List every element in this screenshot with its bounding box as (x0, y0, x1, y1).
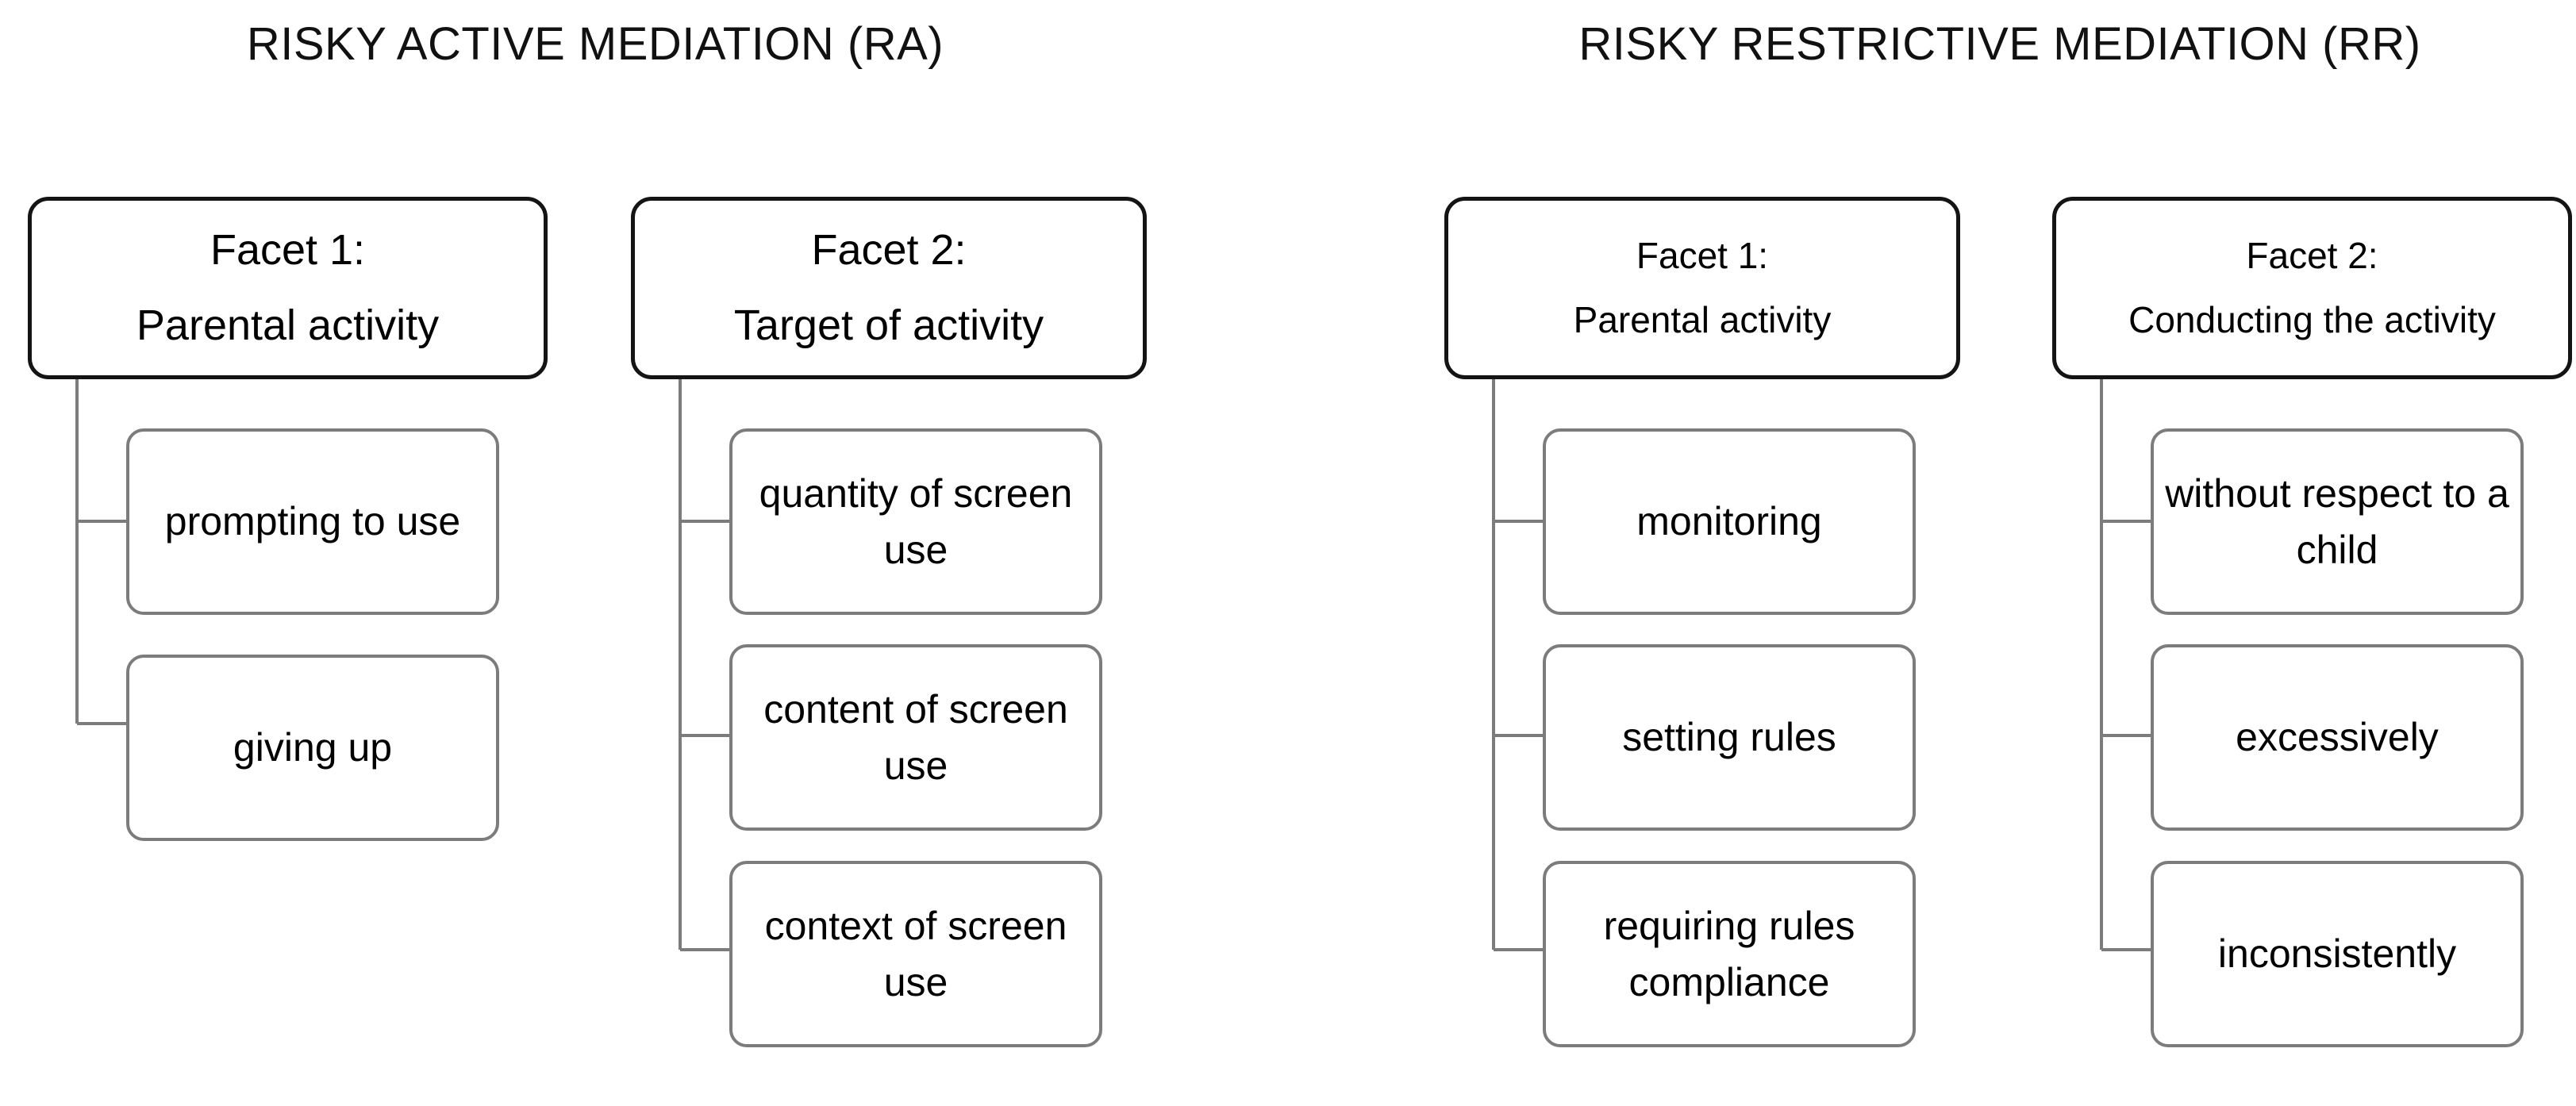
facet-box-ra-facet2[interactable]: Facet 2: Target of activity (631, 197, 1147, 379)
leaf-label: monitoring (1636, 499, 1822, 543)
leaf-label: context of screen use (764, 903, 1067, 1004)
leaf-label: inconsistently (2217, 931, 2457, 976)
leaf-box-ra-f2-quantity-of-screen-use[interactable]: quantity of screen use (729, 428, 1102, 615)
leaf-label: content of screen use (763, 686, 1068, 788)
leaf-box-ra-f1-prompting-to-use[interactable]: prompting to use (126, 428, 499, 615)
leaf-box-ra-f2-content-of-screen-use[interactable]: content of screen use (729, 644, 1102, 831)
leaf-label: requiring rules compliance (1603, 903, 1855, 1004)
facet-title-line1: Facet 2: (2246, 234, 2378, 276)
leaf-label: giving up (233, 725, 393, 770)
facet-title-line2: Parental activity (136, 301, 440, 349)
leaf-box-rr-f1-setting-rules[interactable]: setting rules (1543, 644, 1916, 831)
facet-box-rr-facet2[interactable]: Facet 2: Conducting the activity (2052, 197, 2572, 379)
leaf-label: quantity of screen use (759, 470, 1073, 572)
leaf-box-rr-f2-without-respect-to-a-child[interactable]: without respect to a child (2151, 428, 2524, 615)
leaf-box-rr-f1-monitoring[interactable]: monitoring (1543, 428, 1916, 615)
facet-title-line2: Target of activity (733, 301, 1044, 349)
leaf-box-ra-f2-context-of-screen-use[interactable]: context of screen use (729, 861, 1102, 1047)
facet-title-line1: Facet 1: (210, 226, 366, 275)
leaf-label: prompting to use (164, 499, 461, 543)
facet-title-line2: Parental activity (1573, 299, 1832, 340)
leaf-label: without respect to a child (2165, 470, 2509, 572)
leaf-box-ra-f1-giving-up[interactable]: giving up (126, 655, 499, 841)
section-title-risky-restrictive-mediation: RISKY RESTRICTIVE MEDIATION (RR) (1578, 18, 2421, 70)
facet-box-rr-facet1[interactable]: Facet 1: Parental activity (1444, 197, 1960, 379)
facet-box-ra-facet1[interactable]: Facet 1: Parental activity (28, 197, 548, 379)
section-title-risky-active-mediation: RISKY ACTIVE MEDIATION (RA) (246, 18, 944, 70)
leaf-label: setting rules (1622, 715, 1836, 759)
facet-title-line1: Facet 1: (1636, 234, 1769, 276)
leaf-label: excessively (2236, 715, 2439, 759)
leaf-box-rr-f1-requiring-rules-compliance[interactable]: requiring rules compliance (1543, 861, 1916, 1047)
facet-title-line2: Conducting the activity (2128, 299, 2496, 340)
leaf-box-rr-f2-excessively[interactable]: excessively (2151, 644, 2524, 831)
leaf-box-rr-f2-inconsistently[interactable]: inconsistently (2151, 861, 2524, 1047)
facet-title-line1: Facet 2: (811, 226, 967, 275)
